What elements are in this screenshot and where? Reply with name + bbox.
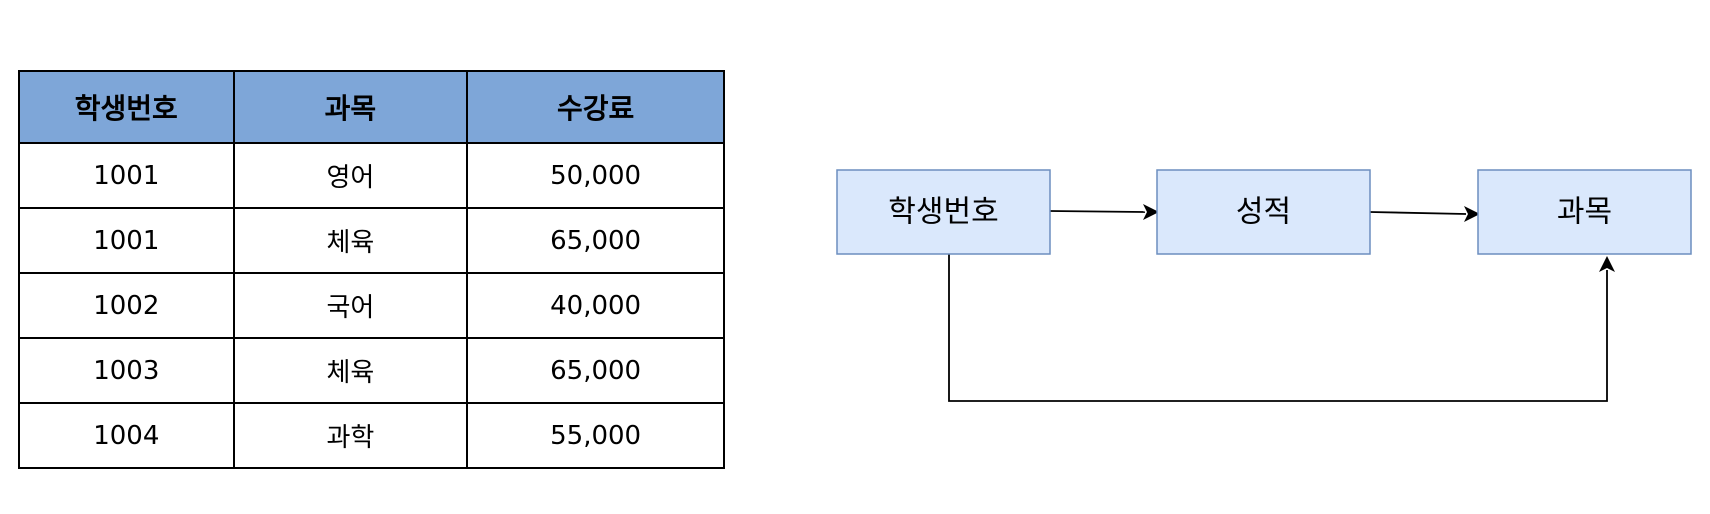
cell-student-id: 1001 bbox=[18, 207, 235, 274]
table-row: 1004 과학 55,000 bbox=[18, 402, 725, 469]
table-row: 1002 국어 40,000 bbox=[18, 272, 725, 339]
cell-student-id: 1001 bbox=[18, 142, 235, 209]
arrowhead-icon bbox=[1464, 206, 1480, 222]
table-row: 1003 체육 65,000 bbox=[18, 337, 725, 404]
cell-subject: 체육 bbox=[232, 207, 469, 274]
cell-subject: 체육 bbox=[232, 337, 469, 404]
cell-subject: 영어 bbox=[232, 142, 469, 209]
header-tuition: 수강료 bbox=[466, 70, 725, 144]
cell-tuition: 65,000 bbox=[466, 337, 725, 404]
node-subject: 과목 bbox=[1477, 169, 1692, 255]
node-student-id-label: 학생번호 bbox=[888, 195, 998, 230]
edge-student-id-to-grade bbox=[1049, 204, 1159, 220]
arrowhead-icon bbox=[1143, 204, 1159, 220]
table-row: 1001 체육 65,000 bbox=[18, 207, 725, 274]
header-student-id: 학생번호 bbox=[18, 70, 235, 144]
node-grade: 성적 bbox=[1156, 169, 1371, 255]
cell-student-id: 1004 bbox=[18, 402, 235, 469]
cell-subject: 국어 bbox=[232, 272, 469, 339]
enrollment-table: 학생번호 과목 수강료 1001 영어 50,000 1001 체육 65,00… bbox=[18, 70, 725, 469]
cell-student-id: 1002 bbox=[18, 272, 235, 339]
node-student-id: 학생번호 bbox=[836, 169, 1051, 255]
cell-tuition: 55,000 bbox=[466, 402, 725, 469]
cell-tuition: 65,000 bbox=[466, 207, 725, 274]
cell-tuition: 40,000 bbox=[466, 272, 725, 339]
node-grade-label: 성적 bbox=[1236, 195, 1291, 230]
arrowhead-icon bbox=[1599, 256, 1615, 272]
table-header-row: 학생번호 과목 수강료 bbox=[18, 70, 725, 144]
table-row: 1001 영어 50,000 bbox=[18, 142, 725, 209]
header-subject: 과목 bbox=[232, 70, 469, 144]
node-subject-label: 과목 bbox=[1557, 195, 1612, 230]
edge-student-id-to-subject bbox=[948, 254, 1615, 402]
cell-student-id: 1003 bbox=[18, 337, 235, 404]
cell-tuition: 50,000 bbox=[466, 142, 725, 209]
cell-subject: 과학 bbox=[232, 402, 469, 469]
edge-grade-to-subject bbox=[1369, 206, 1480, 222]
